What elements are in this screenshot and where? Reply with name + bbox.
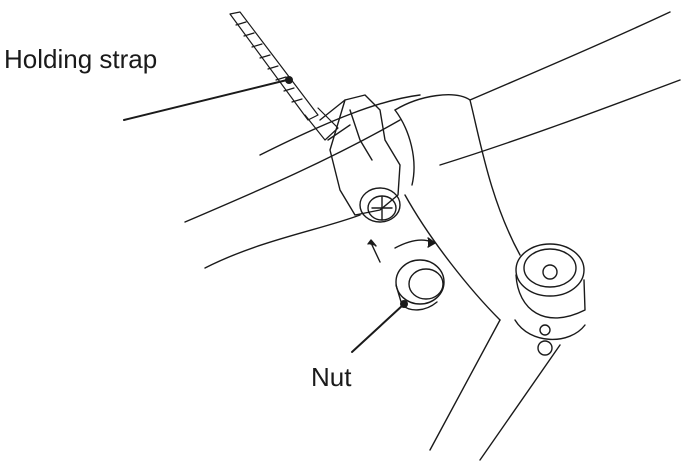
nut-leader-dot <box>400 300 408 308</box>
nut-leader <box>351 304 404 353</box>
holding-strap-leader <box>123 79 288 121</box>
holding-strap-label: Holding strap <box>4 44 158 74</box>
rotation-arrows <box>367 237 436 263</box>
mount-body <box>319 94 415 223</box>
holding-strap-leader-dot <box>285 76 293 84</box>
handlebar <box>184 11 681 269</box>
nut-label: Nut <box>311 362 352 392</box>
holding-strap <box>229 11 339 141</box>
stem <box>394 94 586 461</box>
